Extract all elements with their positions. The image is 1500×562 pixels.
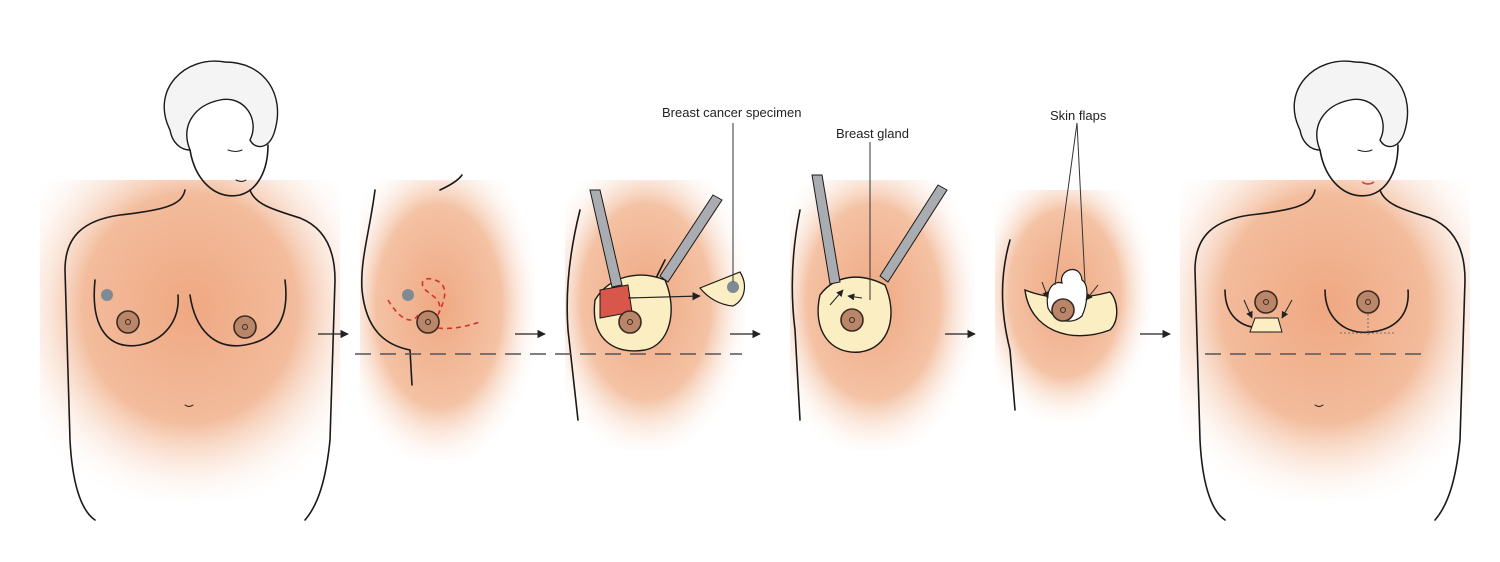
panel-before — [40, 61, 340, 520]
nipple-right — [234, 316, 256, 338]
hair — [1294, 61, 1407, 150]
label-specimen: Breast cancer specimen — [662, 105, 801, 120]
nipple-left — [1255, 291, 1277, 313]
nipple-left — [117, 311, 139, 333]
panel-flaps: Skin flaps — [995, 108, 1150, 420]
label-gland: Breast gland — [836, 126, 909, 141]
label-flaps: Skin flaps — [1050, 108, 1107, 123]
panel-incision — [360, 175, 535, 460]
panel-excision: Breast cancer specimen — [565, 105, 801, 450]
panel-gland: Breast gland — [790, 126, 975, 450]
hair — [164, 61, 277, 150]
nipple-right — [1357, 291, 1379, 313]
tumor-marker — [101, 289, 113, 301]
panel-after — [1180, 61, 1470, 520]
